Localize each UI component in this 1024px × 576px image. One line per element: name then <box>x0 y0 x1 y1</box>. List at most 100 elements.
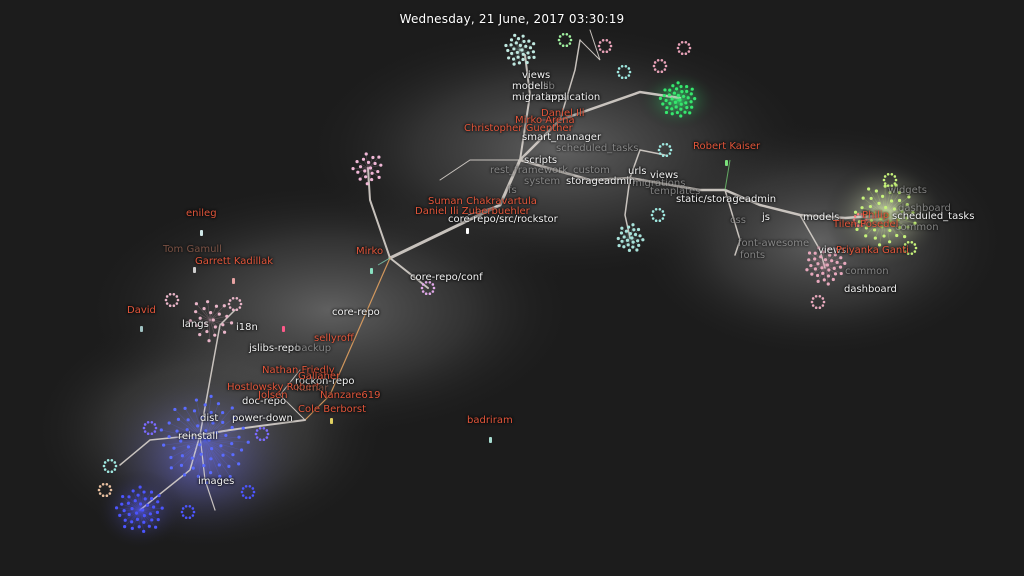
file-node <box>431 283 435 286</box>
file-node <box>157 493 161 498</box>
file-node <box>150 518 154 522</box>
file-node <box>631 223 635 227</box>
file-node <box>108 485 112 488</box>
file-node <box>810 272 814 276</box>
file-burst <box>254 426 270 442</box>
file-node <box>913 243 917 246</box>
file-node <box>521 57 525 62</box>
file-node <box>598 41 602 44</box>
file-node <box>145 503 150 507</box>
file-node <box>852 218 856 222</box>
file-node <box>142 490 146 494</box>
file-node <box>123 524 127 529</box>
file-node <box>689 92 693 96</box>
contributor-label: Hostlowsky Robert <box>227 382 320 393</box>
file-node <box>873 211 877 215</box>
file-node <box>818 294 822 298</box>
file-node <box>184 504 188 508</box>
file-node <box>216 402 221 406</box>
file-node <box>207 339 211 343</box>
file-node <box>377 155 381 159</box>
file-node <box>686 96 690 100</box>
file-node <box>186 418 190 422</box>
file-node <box>872 228 877 232</box>
file-node <box>227 302 231 306</box>
file-node <box>105 494 109 498</box>
contributor-avatar <box>370 268 373 274</box>
file-node <box>565 32 569 36</box>
file-node <box>693 97 697 101</box>
file-node <box>823 258 828 262</box>
file-node <box>826 247 831 251</box>
file-node <box>254 432 258 436</box>
file-node <box>154 525 158 529</box>
file-node <box>211 318 215 322</box>
file-node <box>142 426 146 430</box>
images-cluster <box>114 485 164 533</box>
file-node <box>833 247 837 251</box>
file-node <box>520 48 524 52</box>
file-node <box>883 175 887 178</box>
dir-label-doc-repo: doc-repo <box>242 396 287 407</box>
file-node <box>641 238 645 242</box>
file-node <box>668 101 672 105</box>
dir-label-widgets: widgets <box>888 185 927 196</box>
file-node <box>617 243 621 248</box>
file-node <box>228 299 232 302</box>
file-node <box>146 420 150 424</box>
file-node <box>886 213 890 217</box>
dir-label-power-down: power-down <box>232 413 293 424</box>
file-node <box>826 282 830 286</box>
file-node <box>616 236 620 241</box>
file-node <box>671 84 675 88</box>
file-node <box>911 211 915 215</box>
file-node <box>521 52 525 56</box>
file-node <box>820 266 824 270</box>
file-node <box>658 145 662 148</box>
file-node <box>241 426 245 430</box>
file-node <box>633 232 638 237</box>
file-node <box>653 68 657 71</box>
file-node <box>902 246 906 250</box>
file-node <box>172 292 176 296</box>
file-node <box>690 105 694 109</box>
file-node <box>661 210 665 213</box>
file-node <box>883 184 887 188</box>
file-node <box>198 316 202 320</box>
file-node <box>830 259 834 263</box>
file-node <box>164 298 168 302</box>
dist-cluster <box>159 394 250 485</box>
file-node <box>192 409 197 413</box>
contributor-label: Nanzare619 <box>320 390 381 401</box>
contributor-label: Nathan Friedly <box>262 365 335 376</box>
contributor-avatar <box>140 326 143 332</box>
file-node <box>179 463 184 468</box>
file-node <box>229 321 234 325</box>
file-node <box>622 235 626 239</box>
file-node <box>506 48 510 53</box>
dir-label-rockon-repo: rockon-repo <box>295 376 355 387</box>
file-node <box>213 325 217 329</box>
file-node <box>626 243 630 247</box>
file-node <box>557 38 561 42</box>
dir-label-views-2: views <box>650 170 679 181</box>
file-node <box>652 64 656 68</box>
file-node <box>880 194 885 198</box>
file-node <box>162 443 166 447</box>
file-node <box>518 43 523 47</box>
dir-label-views: views <box>522 70 551 81</box>
file-node <box>670 97 674 101</box>
dir-label-fonts: fonts <box>740 250 766 261</box>
file-node <box>159 428 163 432</box>
file-node <box>676 93 680 98</box>
file-node <box>660 58 664 62</box>
file-node <box>843 261 847 265</box>
file-node <box>619 231 624 235</box>
file-node <box>813 257 817 261</box>
file-node <box>355 160 359 164</box>
file-burst <box>882 172 898 188</box>
contributor-label: Suman Chakravartula <box>428 196 537 207</box>
file-node <box>685 84 689 89</box>
contributor-avatar <box>489 437 492 443</box>
dir-label-js: js <box>762 212 770 223</box>
